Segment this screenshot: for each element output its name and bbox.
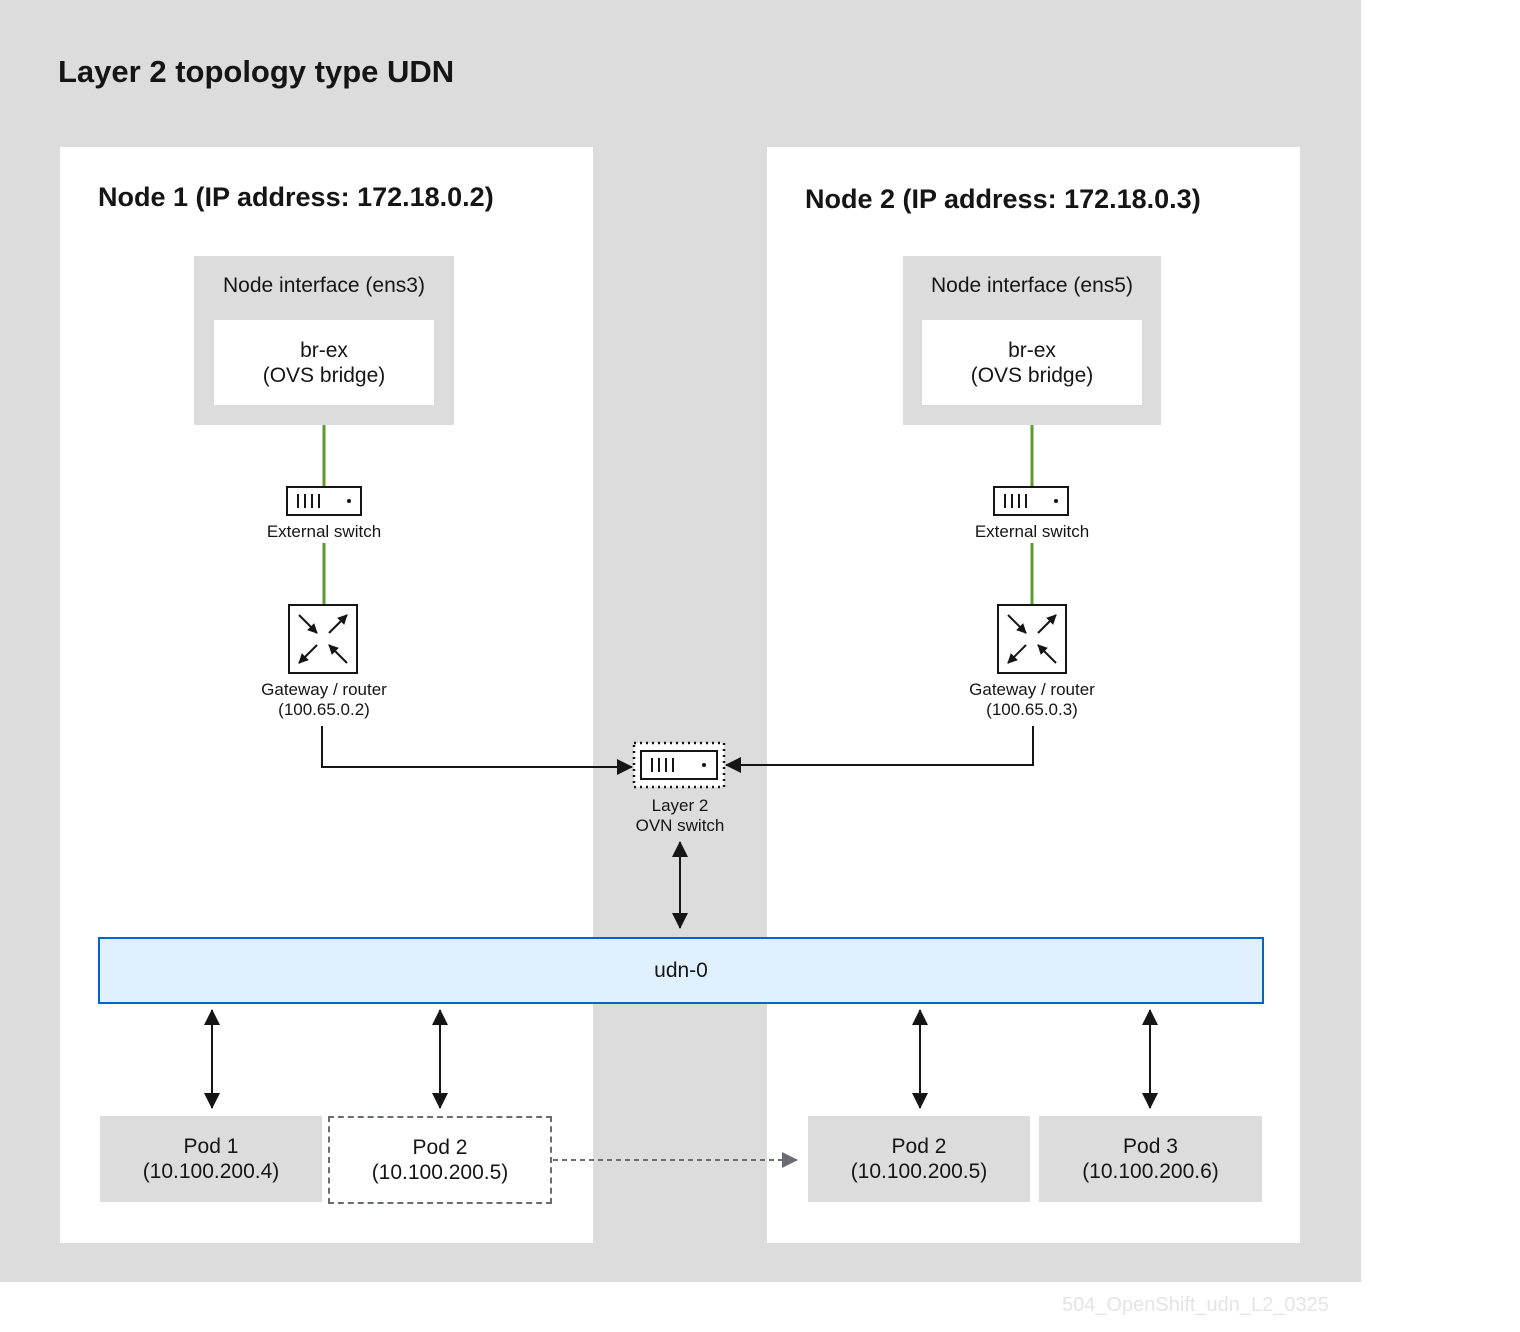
node-2-bridge-name: br-ex [1008, 338, 1056, 362]
ovn-switch-label: Layer 2 OVN switch [600, 796, 760, 836]
ovn-switch-icon [632, 741, 726, 789]
pod-2-migrating-name: Pod 2 [412, 1136, 468, 1159]
node-2-router-to-ovn-connector [725, 726, 1034, 773]
node-2-switch-label: External switch [974, 522, 1090, 541]
ovn-switch-label-line2: OVN switch [635, 816, 725, 835]
ovn-switch-label-line1: Layer 2 [651, 796, 709, 815]
node-1-switch-label: External switch [266, 522, 382, 541]
pod-2-name: Pod 2 [891, 1135, 947, 1158]
node-1-switch-icon [286, 486, 362, 516]
pod-3-name: Pod 3 [1123, 1135, 1178, 1158]
node-2-switch-icon [993, 486, 1069, 516]
pod-2-migrating-box: Pod 2 (10.100.200.5) [328, 1116, 552, 1204]
node-1-router-name: Gateway / router [261, 680, 387, 699]
node-2-title: Node 2 (IP address: 172.18.0.3) [805, 184, 1201, 214]
pod-1-ip: (10.100.200.4) [142, 1160, 280, 1183]
node-1-router-ip: (100.65.0.2) [278, 700, 370, 719]
pod-3-ip: (10.100.200.6) [1082, 1160, 1219, 1183]
node-1-bridge-name: br-ex [300, 338, 348, 362]
node-1-router-icon [288, 604, 358, 674]
udn-network-bar: udn-0 [98, 937, 1264, 1004]
node-1-interface: Node interface (ens3) br-ex (OVS bridge) [194, 256, 454, 425]
node-2-interface: Node interface (ens5) br-ex (OVS bridge) [903, 256, 1161, 425]
node-2-bridge: br-ex (OVS bridge) [922, 320, 1142, 405]
node-1-router-label: Gateway / router (100.65.0.2) [224, 680, 424, 720]
node-2-router-label: Gateway / router (100.65.0.3) [932, 680, 1132, 720]
node-2-router-name: Gateway / router [969, 680, 1095, 699]
diagram-title: Layer 2 topology type UDN [58, 54, 455, 89]
node-2-bridge-type: (OVS bridge) [970, 363, 1094, 387]
pod-2-migrating-ip: (10.100.200.5) [371, 1161, 509, 1184]
node-1-router-to-ovn-connector [321, 726, 633, 775]
node-1-title: Node 1 (IP address: 172.18.0.2) [98, 182, 494, 212]
node-1-bridge-type: (OVS bridge) [262, 363, 386, 387]
pod-2-ip: (10.100.200.5) [850, 1160, 988, 1183]
figure-id: 504_OpenShift_udn_L2_0325 [1062, 1294, 1329, 1316]
node-2-router-ip: (100.65.0.3) [986, 700, 1078, 719]
node-2-interface-label: Node interface (ens5) [931, 274, 1133, 297]
udn-label: udn-0 [654, 958, 708, 982]
node-1-bridge: br-ex (OVS bridge) [214, 320, 434, 405]
pod-1-box: Pod 1 (10.100.200.4) [100, 1116, 322, 1202]
pod-2-box: Pod 2 (10.100.200.5) [808, 1116, 1030, 1202]
node-1-interface-label: Node interface (ens3) [223, 274, 425, 297]
pod-3-box: Pod 3 (10.100.200.6) [1039, 1116, 1262, 1202]
node-2-router-icon [997, 604, 1067, 674]
pod-1-name: Pod 1 [183, 1135, 239, 1158]
